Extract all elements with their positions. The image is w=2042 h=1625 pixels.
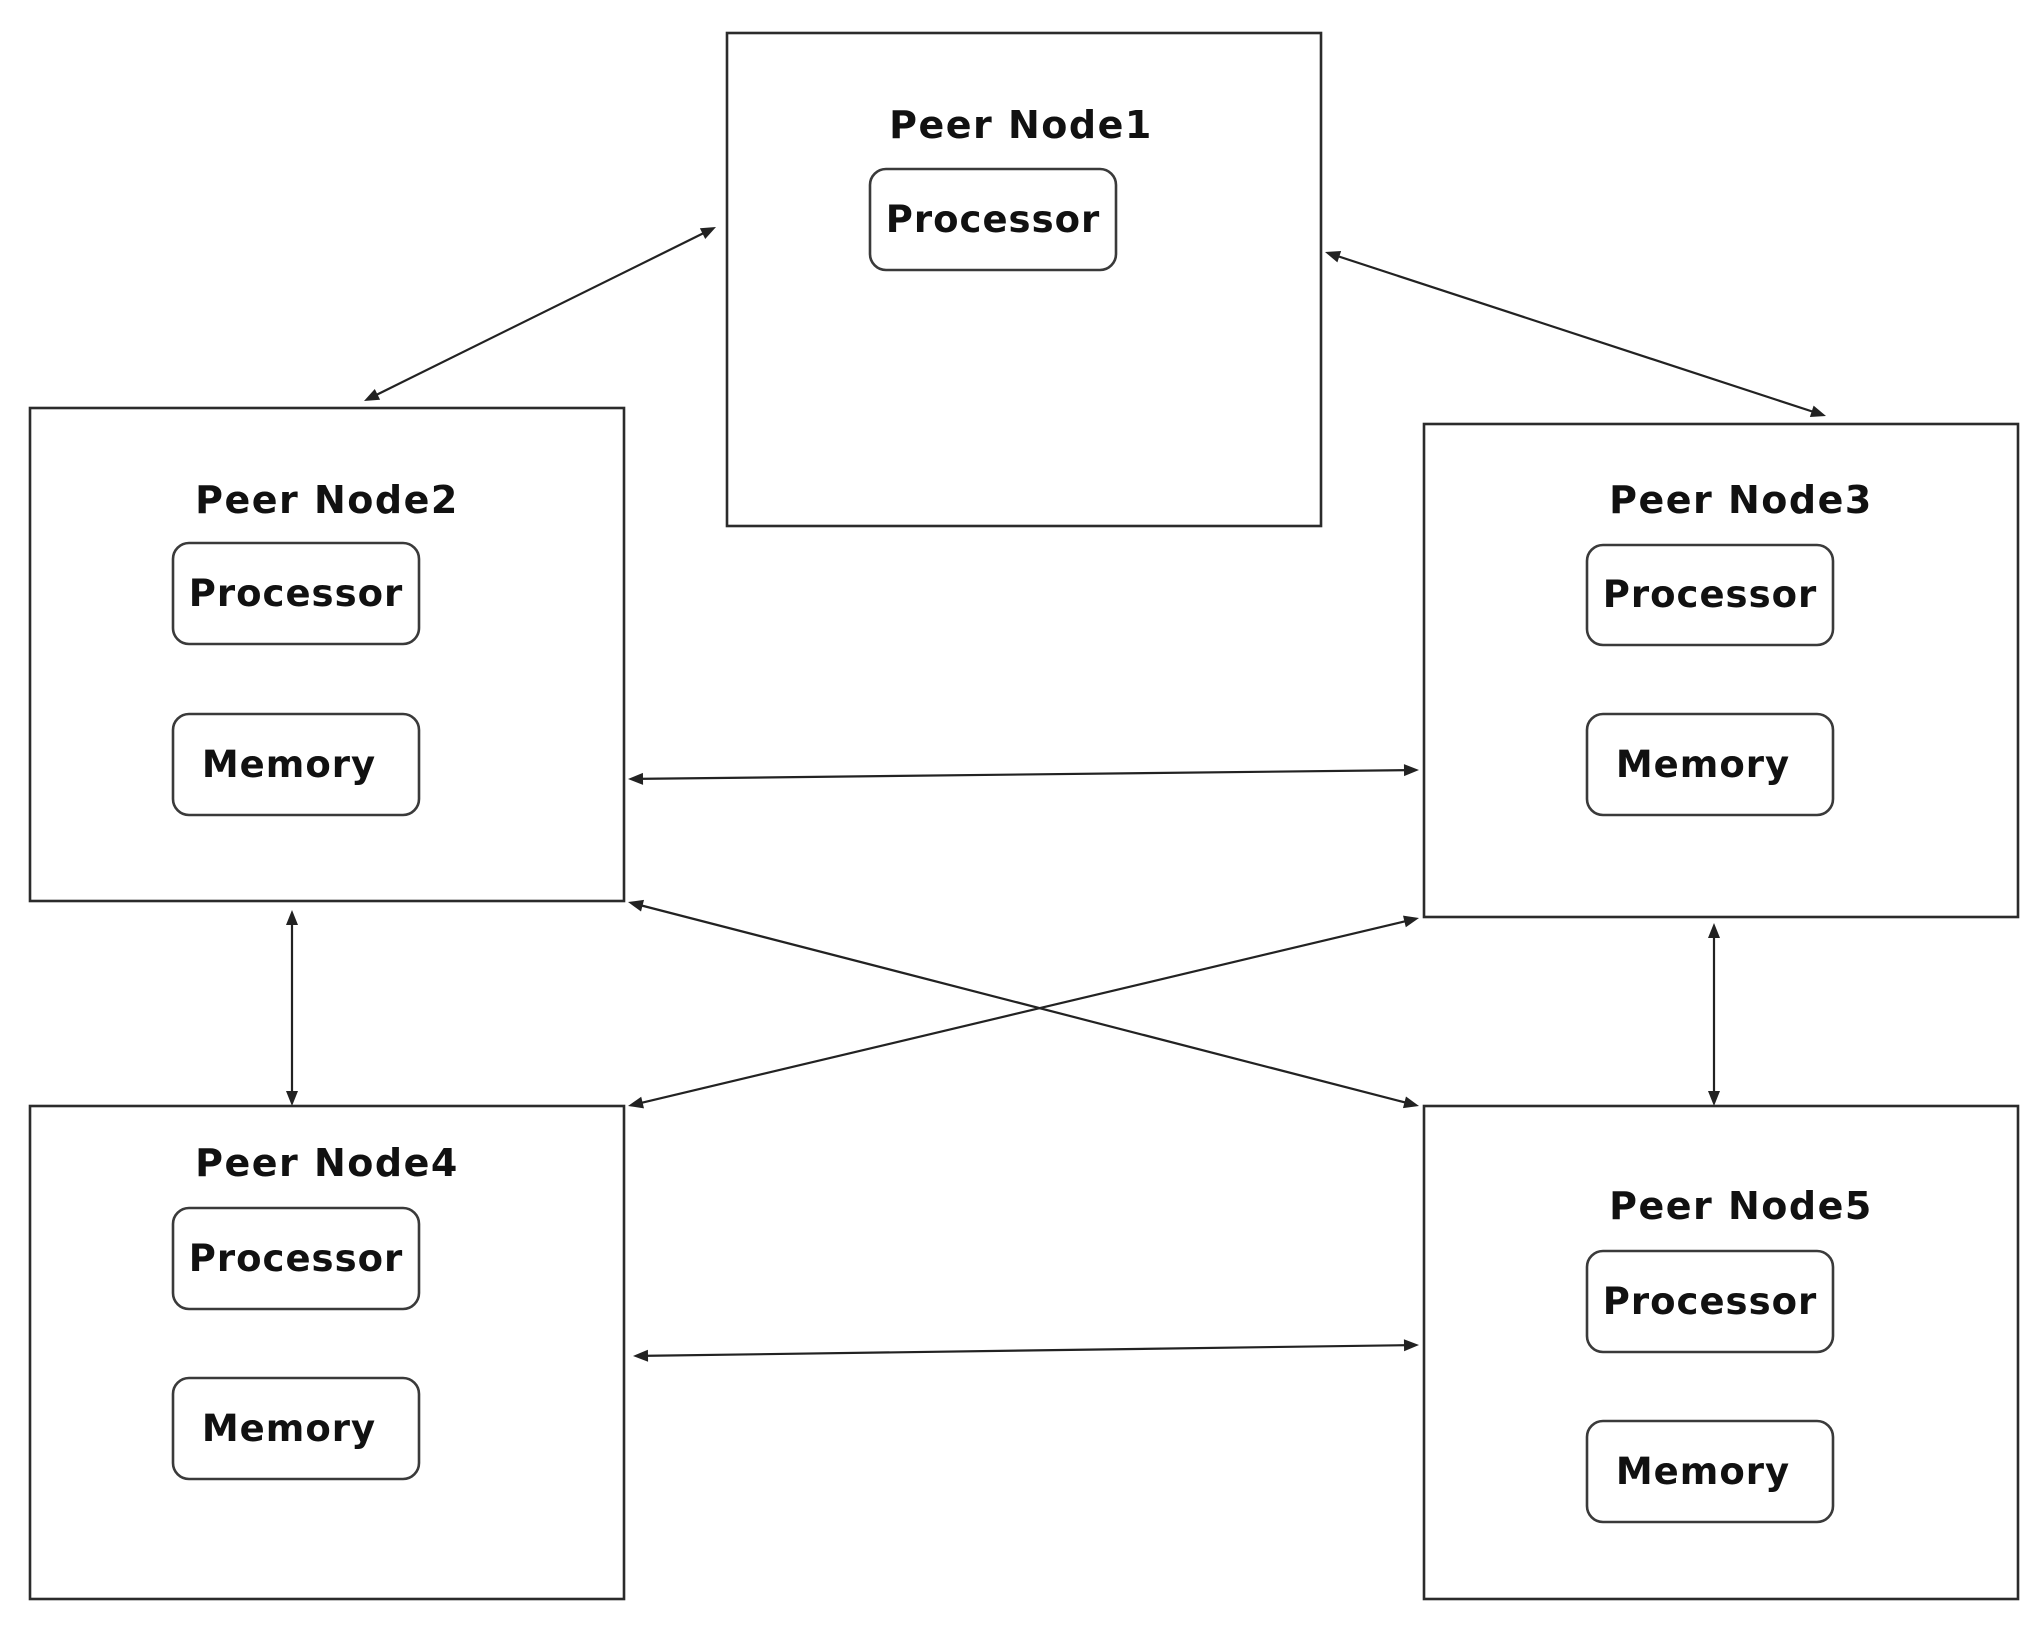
- peer-node-2: Peer Node2 Processor Memory: [28, 406, 626, 903]
- arrow-node1-node2: [370, 229, 710, 399]
- peer-node-1: Peer Node1 Processor: [725, 31, 1323, 528]
- memory-box: [171, 712, 421, 817]
- arrow-node1-node3-head-end: [1809, 405, 1826, 418]
- peer-node-1-processor: Processor: [868, 167, 1118, 272]
- arrow-node2-node5-head-end: [1402, 1096, 1419, 1109]
- arrow-node1-node3: [1332, 253, 1819, 415]
- peer-node-5-memory: Memory: [1585, 1419, 1835, 1524]
- processor-label: Processor: [189, 572, 404, 615]
- peer-node-5-processor: Processor: [1585, 1249, 1835, 1354]
- arrow-node2-node4-head-start: [286, 910, 298, 925]
- arrow-node3-node4-head-start: [1403, 915, 1419, 928]
- memory-box: [1585, 712, 1835, 817]
- memory-box: [1585, 1419, 1835, 1524]
- arrow-node4-node5-head-end: [1403, 1339, 1419, 1352]
- peer-node-1-title: Peer Node1: [889, 103, 1153, 147]
- peer-node-2-processor: Processor: [171, 541, 421, 646]
- peer-node-2-title: Peer Node2: [195, 478, 459, 522]
- peer-node-3-box: [1422, 422, 2020, 919]
- processor-box: [1585, 543, 1835, 647]
- processor-box: [1585, 1249, 1835, 1354]
- peer-node-4-processor: Processor: [171, 1206, 421, 1311]
- arrow-node2-node4-head-end: [286, 1091, 298, 1106]
- arrow-node1-node2-head-start: [699, 227, 716, 240]
- arrow-node1-node3-head-start: [1325, 250, 1342, 263]
- peer-node-3-processor: Processor: [1585, 543, 1835, 647]
- peer-node-4-box: [28, 1104, 626, 1601]
- peer-node-4-title: Peer Node4: [195, 1141, 459, 1185]
- peer-node-1-box: [725, 31, 1323, 528]
- peer-node-5: Peer Node5 Processor Memory: [1422, 1104, 2020, 1601]
- processor-box: [171, 541, 421, 646]
- processor-label: Processor: [886, 198, 1101, 241]
- memory-label: Memory: [1616, 1450, 1790, 1493]
- peer-node-4: Peer Node4 Processor Memory: [28, 1104, 626, 1601]
- peer-node-3-memory: Memory: [1585, 712, 1835, 817]
- arrow-node2-node3-head-end: [1403, 764, 1419, 777]
- arrow-node3-node4-head-end: [628, 1096, 644, 1109]
- arrow-node3-node5-head-start: [1708, 923, 1720, 938]
- peer-node-2-memory: Memory: [171, 712, 421, 817]
- arrow-node2-node3-head-start: [628, 772, 644, 785]
- arrow-node2-node3: [635, 768, 1412, 781]
- arrow-node3-node4: [635, 918, 1412, 1106]
- arrow-node2-node5-head-start: [628, 899, 645, 912]
- memory-label: Memory: [1616, 743, 1790, 786]
- peer-node-3: Peer Node3 Processor Memory: [1422, 422, 2020, 919]
- arrow-node2-node5: [635, 902, 1412, 1106]
- arrow-node4-node5-head-start: [633, 1349, 649, 1362]
- processor-label: Processor: [189, 1237, 404, 1280]
- memory-label: Memory: [202, 743, 376, 786]
- peer-node-4-memory: Memory: [171, 1376, 421, 1481]
- arrow-node3-node5-head-end: [1708, 1091, 1720, 1106]
- processor-label: Processor: [1603, 1280, 1818, 1323]
- memory-box: [171, 1376, 421, 1481]
- peer-node-2-box: [28, 406, 626, 903]
- processor-box: [171, 1206, 421, 1311]
- arrow-node4-node5: [640, 1344, 1412, 1357]
- memory-label: Memory: [202, 1407, 376, 1450]
- peer-node-5-title: Peer Node5: [1609, 1184, 1873, 1228]
- arrow-node1-node2-head-end: [364, 388, 381, 401]
- processor-box: [868, 167, 1118, 272]
- processor-label: Processor: [1603, 573, 1818, 616]
- peer-node-3-title: Peer Node3: [1609, 478, 1873, 522]
